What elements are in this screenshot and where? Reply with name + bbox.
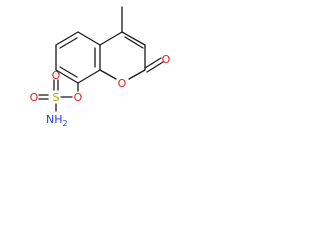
molecule-structure: O O O S O O NH2 <box>30 6 171 128</box>
bond-c4-c3 <box>121 31 146 46</box>
bond-c5-c6-inner <box>59 37 78 49</box>
atom-ring-oxygen: O <box>118 77 127 90</box>
bond-c7-c8-inner <box>59 66 78 78</box>
atom-amine-nitrogen: NH2 <box>46 113 68 128</box>
bond-o1-c8a <box>99 69 117 80</box>
bond-c4a-c5 <box>77 31 101 46</box>
amine-label: NH <box>46 113 63 126</box>
bond-c8-c8a <box>77 69 101 84</box>
atom-ether-oxygen: O <box>74 91 83 104</box>
bond-c5-c6 <box>55 31 79 46</box>
bond-c2-carbonyl-b <box>146 61 164 73</box>
atom-sulfonyl-oxygen-top: O <box>52 69 61 82</box>
bond-c2-carbonyl-a <box>144 57 162 69</box>
bond-c7-c8 <box>55 69 79 84</box>
atom-labels: O O O S O O NH2 <box>30 53 171 128</box>
atom-sulfur: S <box>53 91 60 104</box>
atom-sulfonyl-oxygen-left: O <box>30 91 39 104</box>
bond-c4-c3-inner <box>124 36 144 49</box>
bond-c4-c4a <box>99 31 123 46</box>
bond-c2-o1 <box>128 69 146 80</box>
bond-layer <box>38 6 164 112</box>
amine-subscript: 2 <box>63 119 68 128</box>
atom-carbonyl-oxygen: O <box>162 53 171 66</box>
